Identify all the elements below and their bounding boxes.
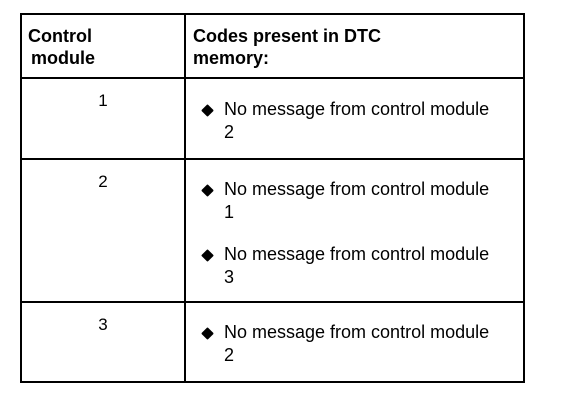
- table-border-right: [523, 13, 525, 383]
- row-1-module: 1: [98, 91, 108, 110]
- code-text: No message from control module 2: [224, 322, 490, 365]
- code-text: No message from control module 3: [224, 244, 490, 287]
- header-control-module: Control module: [28, 25, 95, 69]
- row-divider-2: [20, 301, 525, 303]
- table-border-left: [20, 13, 22, 383]
- header-col1-line1: Control: [28, 26, 92, 46]
- header-divider: [20, 77, 525, 79]
- header-col2-line1: Codes present in DTC: [193, 26, 382, 46]
- column-divider: [184, 13, 186, 383]
- header-col1-line2: module: [31, 48, 96, 68]
- header-codes-present: Codes present in DTC memory:: [193, 25, 381, 69]
- bullet-diamond-icon: [201, 104, 214, 117]
- row-divider-1: [20, 158, 525, 160]
- row-2-module: 2: [98, 172, 108, 191]
- bullet-diamond-icon: [201, 184, 214, 197]
- table-border-bottom: [20, 381, 525, 383]
- code-text: No message from control module 2: [224, 99, 490, 142]
- table-border-top: [20, 13, 525, 15]
- bullet-diamond-icon: [201, 249, 214, 262]
- bullet-diamond-icon: [201, 327, 214, 340]
- dtc-table: Control module Codes present in DTC memo…: [20, 13, 525, 383]
- code-text: No message from control module 1: [224, 179, 490, 222]
- header-col2-line2: memory:: [193, 48, 270, 68]
- row-3-module: 3: [98, 315, 108, 334]
